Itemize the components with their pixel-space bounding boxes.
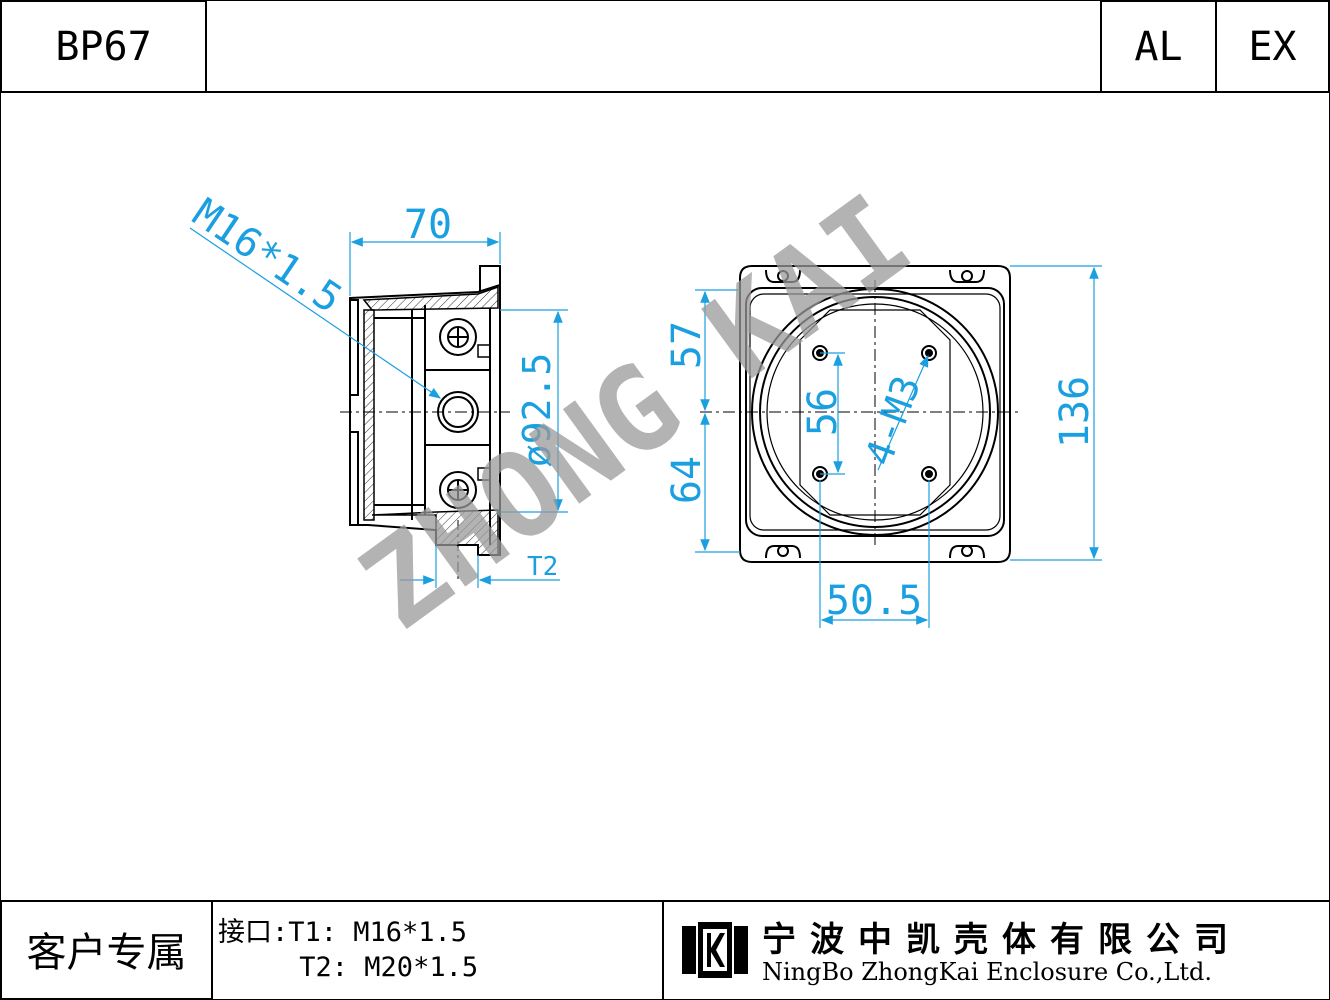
- thread-leader: [189, 227, 441, 399]
- diameter-dim-text: ø92.5: [515, 353, 559, 467]
- front-view: [700, 265, 1020, 563]
- side-view: [340, 265, 510, 580]
- bottom-dim-text: 64: [664, 456, 710, 504]
- footer-sep-1: [211, 900, 213, 1000]
- hole-v-dim-text: 56: [800, 388, 846, 436]
- customer-label: 客户专属: [26, 930, 187, 976]
- front-dimensions: [695, 265, 1102, 628]
- model-code: BP67: [55, 23, 152, 70]
- side-wall-top: [362, 285, 499, 311]
- width-dim-text: 70: [404, 202, 452, 248]
- company-name-en: NingBo ZhongKai Enclosure Co.,Ltd.: [762, 958, 1212, 986]
- series-code: EX: [1248, 23, 1297, 70]
- port-label: T2: [527, 552, 558, 582]
- company-logo-icon: [682, 922, 748, 978]
- hole-h-dim-text: 50.5: [826, 578, 922, 624]
- top-dim-text: 57: [664, 321, 710, 369]
- side-wall-left: [363, 309, 375, 521]
- gland-bottom: [439, 471, 477, 509]
- footer-sep-2: [662, 900, 664, 1000]
- front-outline: [739, 265, 1011, 563]
- material-code: AL: [1134, 23, 1183, 70]
- hole-tr: [921, 345, 937, 361]
- side-dimensions: [189, 227, 568, 588]
- series-cell: EX: [1215, 0, 1330, 93]
- gland-top: [439, 318, 477, 356]
- hole-leader: [877, 354, 929, 471]
- header-divider: [0, 91, 1330, 93]
- thread-label: M16*1.5: [184, 190, 349, 322]
- hole-label: 4-M3: [856, 370, 929, 471]
- height-dim-text: 136: [1052, 376, 1098, 448]
- interface-line-1: 接口:T1: M16*1.5: [218, 917, 468, 948]
- interface-line-2: T2: M20*1.5: [218, 952, 479, 983]
- footer-divider: [0, 900, 1330, 902]
- company-name-cn: 宁波中凯壳体有限公司: [762, 920, 1242, 960]
- customer-cell: 客户专属: [0, 900, 213, 1000]
